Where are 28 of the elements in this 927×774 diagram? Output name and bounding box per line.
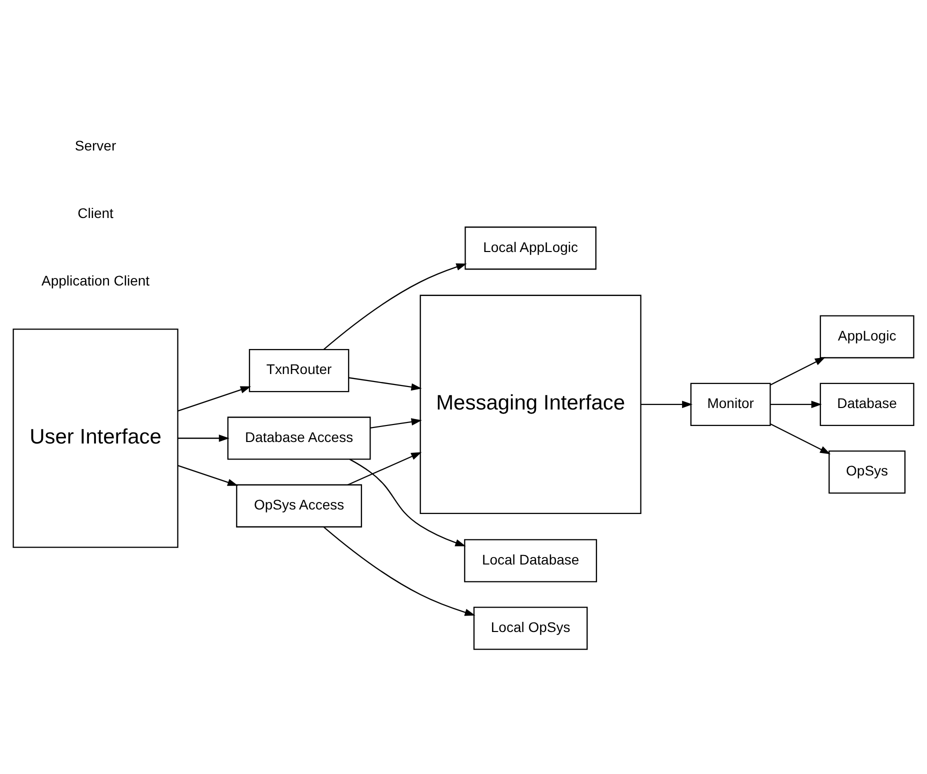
node-box: Local Database bbox=[464, 538, 598, 582]
arrow bbox=[770, 356, 826, 385]
node-box: AppLogic bbox=[820, 314, 914, 358]
node-box: Database bbox=[820, 382, 914, 426]
arrow bbox=[324, 526, 476, 616]
node-box: Local OpSys bbox=[473, 606, 588, 650]
arrow bbox=[370, 418, 422, 428]
arrow bbox=[324, 262, 467, 350]
node-box: TxnRouter bbox=[248, 348, 350, 392]
arrow bbox=[178, 464, 238, 486]
node-box: Monitor bbox=[690, 382, 771, 426]
label: Application Client bbox=[42, 272, 150, 288]
arrow bbox=[770, 400, 822, 408]
node-box: Messaging Interface bbox=[420, 294, 642, 514]
arrow bbox=[178, 434, 230, 442]
arrow bbox=[347, 452, 422, 485]
label: Server bbox=[74, 136, 116, 153]
arrow bbox=[640, 400, 693, 408]
node-box: User Interface bbox=[12, 328, 178, 548]
node-box: OpSys bbox=[828, 450, 906, 494]
node-box: Database Access bbox=[227, 416, 371, 460]
label: Client bbox=[78, 204, 114, 220]
node-box: Local AppLogic bbox=[464, 226, 596, 270]
arrow bbox=[349, 458, 466, 546]
arrow bbox=[178, 386, 252, 411]
arrow bbox=[348, 376, 422, 390]
node-box: OpSys Access bbox=[236, 484, 362, 527]
arrow bbox=[770, 422, 831, 454]
